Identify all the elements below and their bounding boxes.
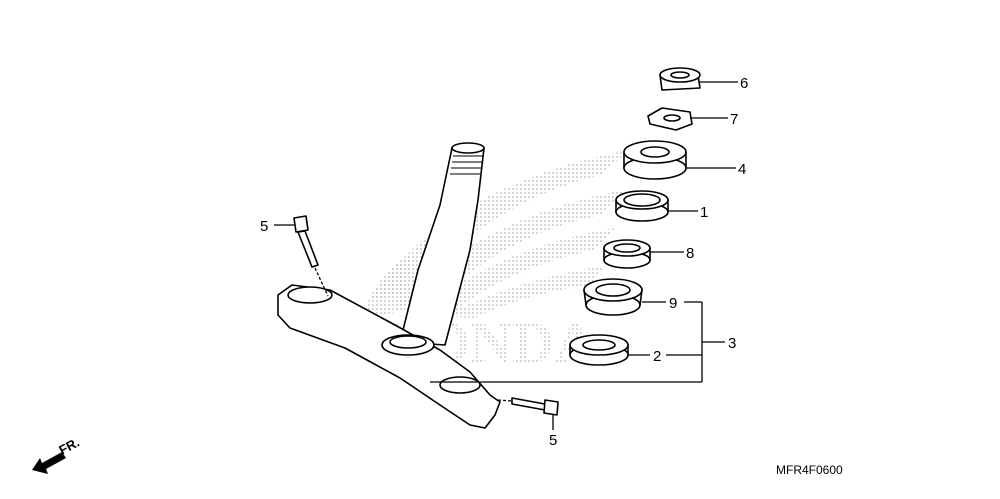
callout-9: 9 [669, 295, 677, 312]
part-2-lower-bearing [569, 334, 629, 366]
front-direction-indicator: FR. [32, 435, 82, 474]
callout-5-lower: 5 [549, 432, 557, 449]
callout-7: 7 [730, 111, 738, 128]
part-1-dust-seal [615, 190, 669, 222]
callout-4: 4 [738, 161, 746, 178]
part-7-lock-washer [647, 107, 693, 131]
callout-8: 8 [686, 245, 694, 262]
callout-2: 2 [653, 348, 661, 365]
lower-pinch-bolt [497, 397, 559, 416]
leader-lines [274, 81, 738, 430]
part-9-bearing-race [583, 278, 643, 316]
callout-3: 3 [728, 335, 736, 352]
part-6-locknut [659, 67, 701, 91]
steering-stem [399, 142, 485, 346]
callout-1: 1 [700, 204, 708, 221]
callout-5-upper: 5 [260, 218, 268, 235]
callout-6: 6 [740, 75, 748, 92]
upper-pinch-bolt [293, 215, 329, 297]
part-8-upper-bearing [603, 239, 651, 269]
callout-labels: 6 7 4 1 8 9 2 3 5 5 [260, 75, 748, 449]
bottom-bridge [277, 284, 501, 429]
front-arrow-icon [32, 452, 66, 474]
diagram-code: MFR4F0600 [776, 463, 843, 477]
part-4-adjusting-nut [623, 140, 687, 180]
